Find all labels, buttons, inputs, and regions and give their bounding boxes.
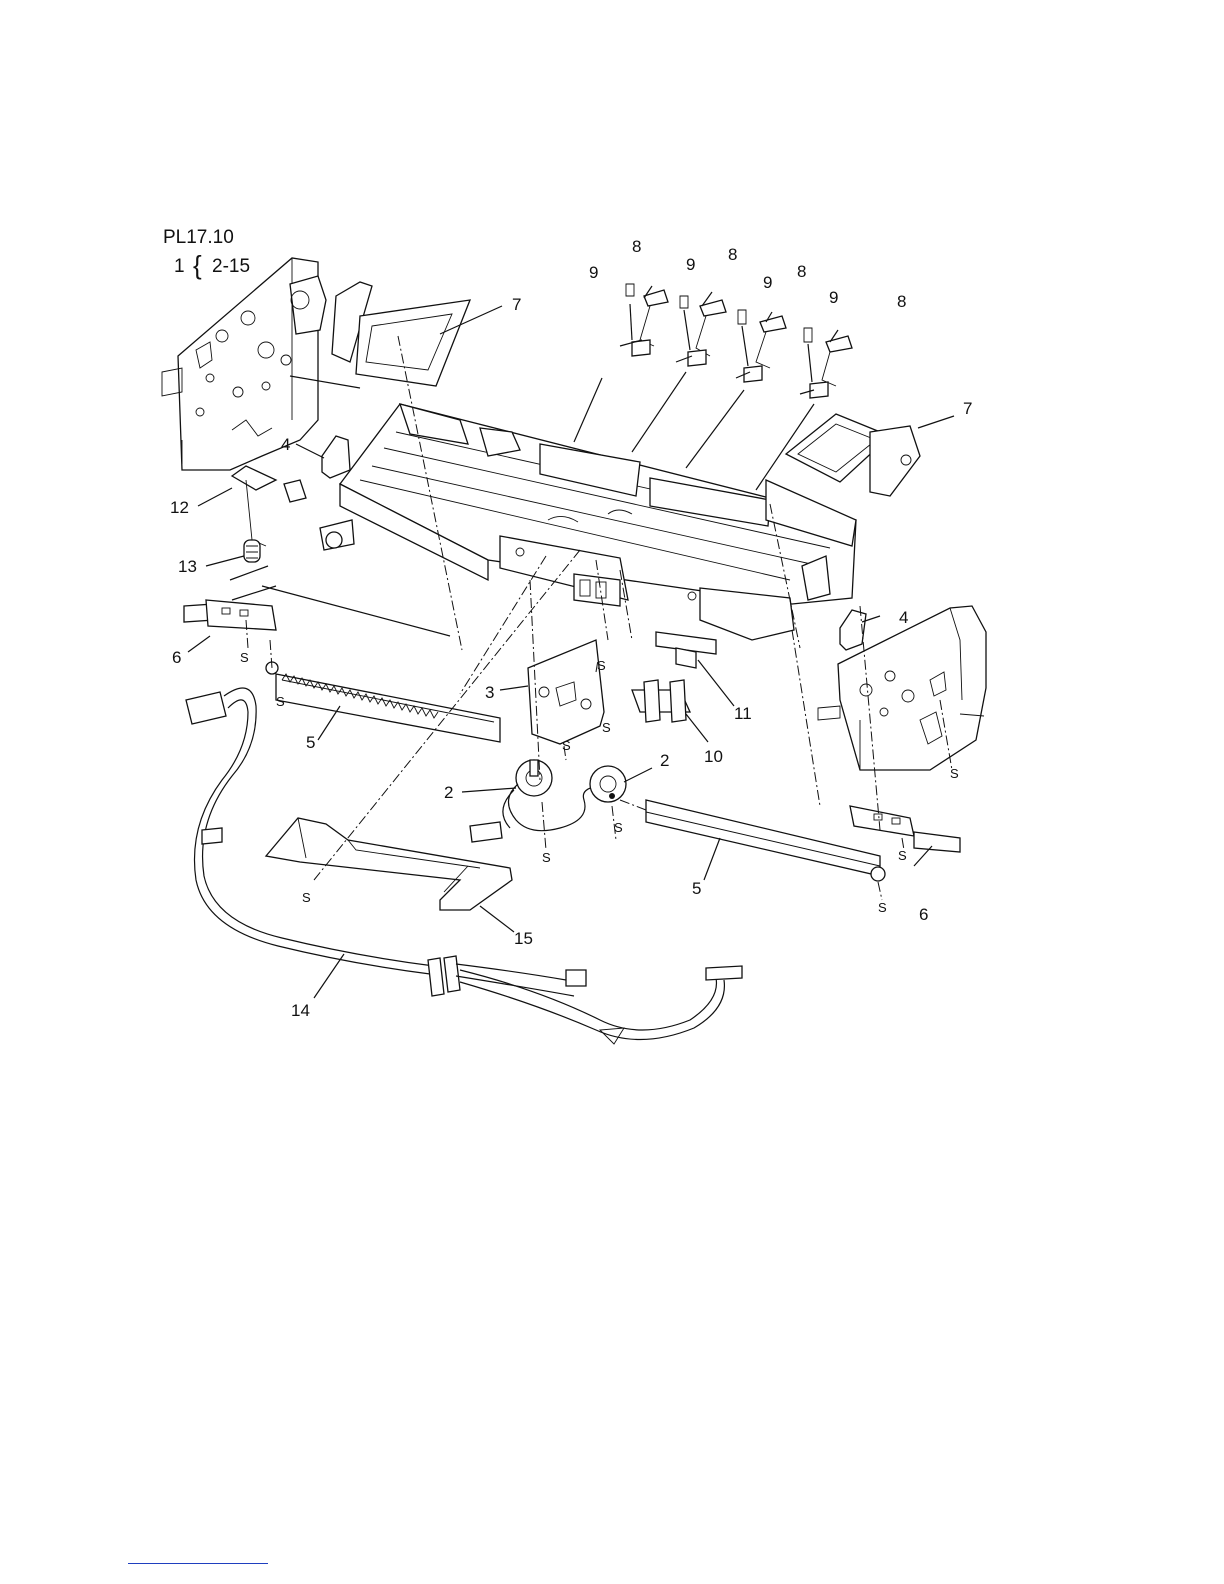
- screw-marker: S: [276, 694, 285, 709]
- part-3-mounting-plate: [528, 640, 604, 744]
- kit-range: 2-15: [212, 256, 250, 277]
- callout-9: 9: [763, 273, 772, 292]
- callout-7: 7: [963, 399, 972, 418]
- part-7-left-pad: [332, 282, 470, 386]
- part-8-9-group-4: [804, 328, 852, 398]
- callout-2: 2: [660, 751, 669, 770]
- part-5-left-rack: [266, 662, 500, 742]
- callout-6: 6: [919, 905, 928, 924]
- callout-2: 2: [444, 783, 453, 802]
- kit-prefix: 1: [174, 256, 185, 277]
- part-2-left-motor: [470, 760, 600, 842]
- kit-brace: {: [193, 250, 202, 280]
- callout-13: 13: [178, 557, 197, 576]
- left-side-frame: [162, 258, 360, 470]
- callout-12: 12: [170, 498, 189, 517]
- callout-15: 15: [514, 929, 533, 948]
- callout-14: 14: [291, 1001, 310, 1020]
- callout-8: 8: [632, 237, 641, 256]
- footer-rule: [128, 1563, 268, 1564]
- part-13-spring: [244, 540, 260, 562]
- screw-marker: S: [302, 890, 311, 905]
- screw-marker: S: [240, 650, 249, 665]
- screw-marker: S: [542, 850, 551, 865]
- callout-8: 8: [797, 262, 806, 281]
- part-11-sensor: [656, 632, 716, 668]
- callout-4: 4: [899, 608, 908, 627]
- part-5-right-rack: [646, 800, 885, 881]
- callout-8: 8: [728, 245, 737, 264]
- part-7-right-pad: [786, 414, 920, 496]
- callout-10: 10: [704, 747, 723, 766]
- part-4-left-clip: [322, 436, 350, 478]
- plate-id: PL17.10: [163, 227, 234, 248]
- callout-9: 9: [686, 255, 695, 274]
- callout-6: 6: [172, 648, 181, 667]
- screw-marker: S: [602, 720, 611, 735]
- part-8-9-group-1: [626, 284, 668, 356]
- screw-marker: S: [614, 820, 623, 835]
- screw-marker: S: [562, 738, 571, 753]
- part-2-right-motor: [590, 766, 626, 802]
- callout-7: 7: [512, 295, 521, 314]
- part-10-holder: [632, 680, 690, 722]
- callout-3: 3: [485, 683, 494, 702]
- callout-4: 4: [281, 435, 290, 454]
- main-frame-assembly: [320, 404, 856, 640]
- part-6-right-bracket: [850, 806, 960, 852]
- part-12-arm: [232, 466, 306, 546]
- screw-marker: S: [898, 848, 907, 863]
- callout-9: 9: [829, 288, 838, 307]
- screw-marker: S: [950, 766, 959, 781]
- part-6-left-bracket: [184, 600, 276, 630]
- callout-9: 9: [589, 263, 598, 282]
- screw-marker: S: [597, 658, 606, 673]
- callout-5: 5: [306, 733, 315, 752]
- callout-8: 8: [897, 292, 906, 311]
- callout-5: 5: [692, 879, 701, 898]
- screw-marker: S: [878, 900, 887, 915]
- callout-11: 11: [734, 704, 752, 723]
